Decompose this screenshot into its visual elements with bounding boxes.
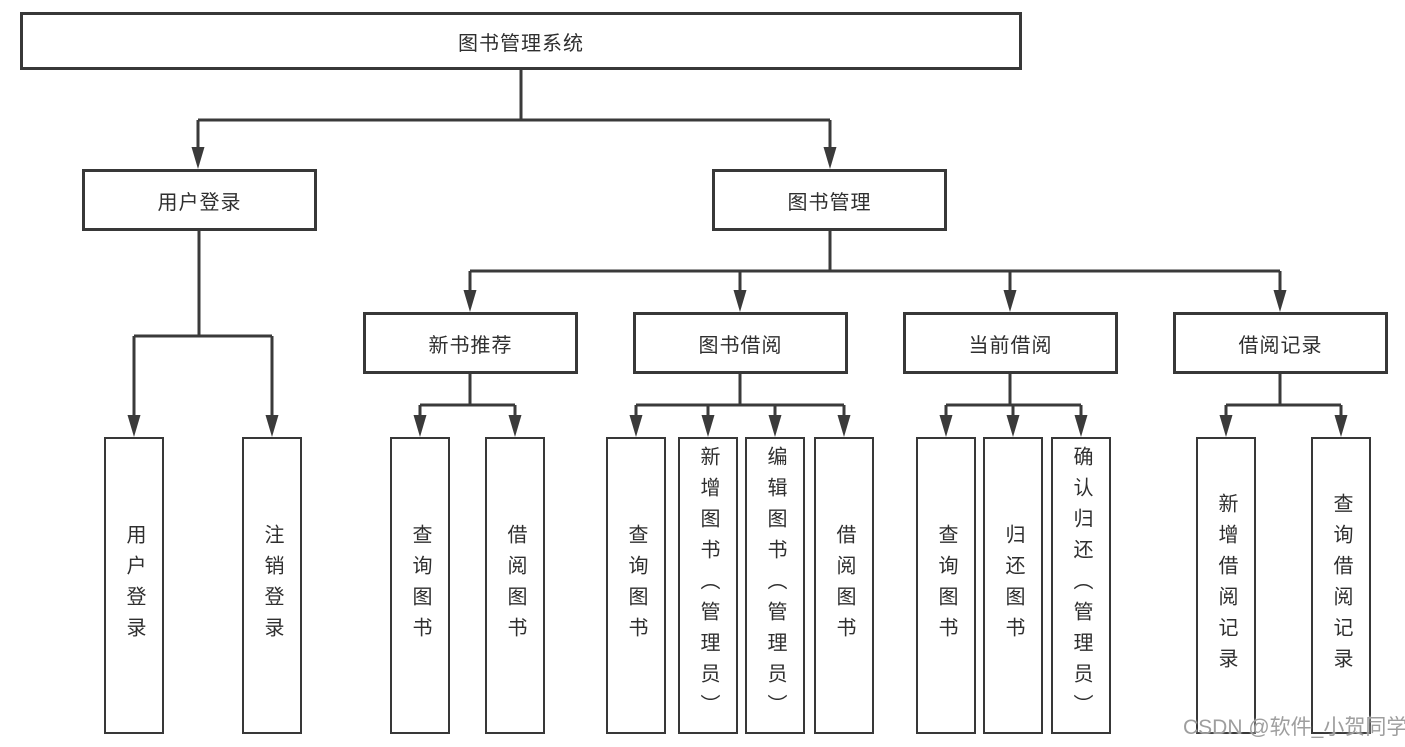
leaf-user-login: 用户登录 [104,437,164,734]
node-label: 查询借阅记录 [1330,492,1352,679]
leaf-add-books-admin: 新增图书（管理员） [678,437,738,734]
leaf-edit-books-admin: 编辑图书（管理员） [745,437,805,734]
leaf-query-books-borrow: 查询图书 [606,437,666,734]
node-new-book-recommend: 新书推荐 [363,312,578,374]
node-current-borrow: 当前借阅 [903,312,1118,374]
leaf-confirm-return-admin: 确认归还（管理员） [1051,437,1111,734]
node-label: 图书管理系统 [458,32,584,55]
node-label: 图书管理 [787,191,872,214]
node-book-borrow: 图书借阅 [633,312,848,374]
node-label: 借阅记录 [1238,334,1323,357]
node-label: 归还图书 [1002,523,1024,648]
node-user-login: 用户登录 [82,169,317,231]
leaf-logout-login: 注销登录 [242,437,302,734]
leaf-query-borrow-record: 查询借阅记录 [1311,437,1371,734]
node-label: 新增借阅记录 [1215,492,1237,679]
node-label: 查询图书 [625,523,647,648]
leaf-query-books-recommend: 查询图书 [390,437,450,734]
node-label: 新增图书（管理员） [697,446,719,725]
node-label: 借阅图书 [833,523,855,648]
node-label: 用户登录 [123,523,145,648]
node-label: 图书借阅 [698,334,783,357]
leaf-borrow-books-recommend: 借阅图书 [485,437,545,734]
node-label: 当前借阅 [968,334,1053,357]
node-label: 用户登录 [157,191,242,214]
node-label: 查询图书 [935,523,957,648]
node-label: 确认归还（管理员） [1070,446,1092,725]
watermark: CSDN @软件_小贺同学 [1183,716,1405,739]
node-root-system: 图书管理系统 [20,12,1022,70]
node-label: 新书推荐 [428,334,513,357]
node-label: 借阅图书 [504,523,526,648]
node-label: 注销登录 [261,523,283,648]
node-book-management: 图书管理 [712,169,947,231]
node-label: 编辑图书（管理员） [764,446,786,725]
leaf-query-books-current: 查询图书 [916,437,976,734]
leaf-return-books: 归还图书 [983,437,1043,734]
leaf-borrow-books-borrow: 借阅图书 [814,437,874,734]
node-borrow-records: 借阅记录 [1173,312,1388,374]
node-label: 查询图书 [409,523,431,648]
leaf-add-borrow-record: 新增借阅记录 [1196,437,1256,734]
